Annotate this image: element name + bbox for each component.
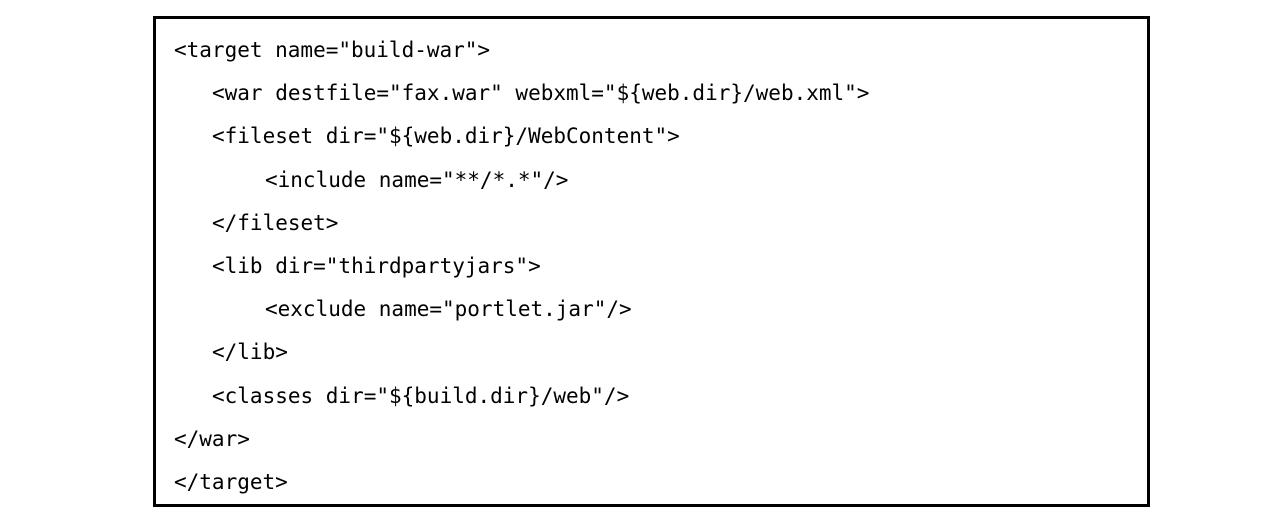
code-line: <target name="build-war">: [174, 38, 491, 62]
code-line: <classes dir="${build.dir}/web"/>: [212, 383, 630, 408]
code-line: <lib dir="thirdpartyjars">: [212, 254, 541, 278]
code-line: </target>: [174, 470, 288, 494]
code-line: </lib>: [212, 340, 288, 365]
code-line: <fileset dir="${web.dir}/WebContent">: [212, 124, 680, 149]
code-line: <exclude name="portlet.jar"/>: [265, 297, 632, 322]
code-line: </war>: [174, 426, 250, 451]
code-line: <war destfile="fax.war" webxml="${web.di…: [212, 81, 870, 106]
code-listing: <target name="build-war"> <war destfile=…: [153, 16, 1150, 507]
code-line: <include name="**/*.*"/>: [265, 167, 569, 192]
code-line: </fileset>: [212, 210, 339, 235]
